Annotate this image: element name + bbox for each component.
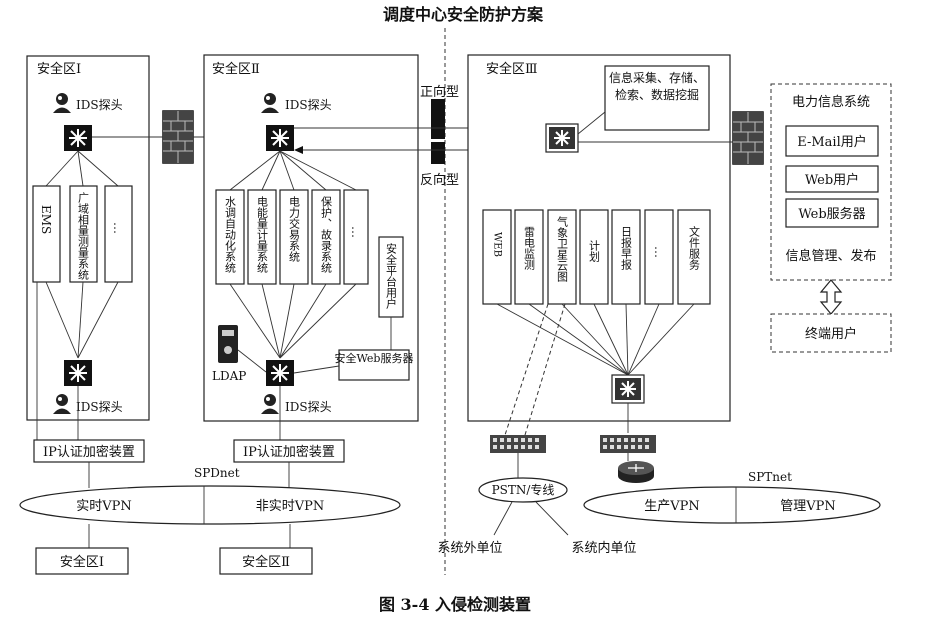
zone2-system-label: … (349, 226, 363, 238)
zone1-ids-top-label: IDS探头 (76, 98, 123, 112)
zone3-system-label: … (652, 246, 666, 258)
zone1-bottom-switch-icon (63, 359, 93, 387)
zone3-system-label: 日报早报 (620, 226, 633, 271)
pstn-label: PSTN/专线 (492, 482, 555, 497)
zone1-system-label: … (111, 222, 125, 234)
zone3-system-label: 气象卫星云图 (556, 215, 569, 283)
zone3-system-box (579, 209, 609, 305)
sptnet-label: SPTnet (748, 470, 792, 484)
bottom-zone1-label: 安全区Ⅰ (60, 554, 104, 570)
zone2-top-switch-icon (265, 124, 295, 152)
ldap-server-icon (218, 325, 238, 363)
web-server-box (785, 198, 879, 228)
web-user-box (785, 165, 879, 193)
spdnet-label: SPDnet (194, 466, 240, 480)
email-user-label: E-Mail用户 (797, 134, 867, 150)
bottom-zone1-box (35, 547, 129, 575)
bottom-zone2-label: 安全区Ⅱ (242, 554, 290, 570)
modem-rack-icon (490, 435, 546, 453)
reverse-isolation-device (431, 142, 445, 164)
zone2-system-label: 水调自动化系统 (224, 196, 237, 273)
ip-encrypt-label-1: IP认证加密装置 (43, 444, 135, 460)
forward-isolation-device (431, 99, 445, 139)
forward-isolation-label: 正向型 (420, 84, 459, 100)
sptnet-ellipse (583, 486, 881, 524)
zone3-system-label: 雷电监测 (523, 226, 536, 271)
zone2-web-server-label: 安全Web服务器 (335, 351, 414, 365)
zone1-system-box-wams (69, 185, 98, 283)
zone3-system-label: WEB (492, 232, 503, 257)
pstn-ellipse (478, 477, 568, 503)
bidirectional-arrow-icon (819, 279, 843, 315)
bottom-zone2-box (219, 547, 313, 575)
ip-encrypt-label-2: IP认证加密装置 (243, 444, 335, 460)
zone3-system-box (547, 209, 577, 305)
zone1-system-box-more (104, 185, 133, 283)
web-server-label: Web服务器 (798, 206, 865, 222)
spdnet-nonrealtime-label: 非实时VPN (256, 499, 325, 514)
zone1-label: 安全区Ⅰ (37, 61, 81, 77)
zone2-system-label: 保护、故录系统 (320, 195, 333, 273)
zone1-system-label: EMS (39, 205, 53, 234)
router-icon (618, 461, 654, 483)
figure-caption: 图 3-4 入侵检测装置 (379, 595, 531, 614)
zone2-system-box (215, 189, 245, 285)
email-user-box (785, 125, 879, 157)
zone3-system-box (611, 209, 641, 305)
zone3-top-switch-icon (545, 123, 579, 153)
zone2-system-box (247, 189, 277, 285)
zone3-system-label: 文件服务 (688, 225, 701, 270)
zone2-security-user-box (378, 236, 404, 318)
zone2-web-server-box (338, 349, 410, 381)
terminal-user-label: 终端用户 (805, 326, 857, 342)
zone3-label: 安全区Ⅲ (486, 61, 538, 77)
reverse-isolation-label: 反向型 (420, 172, 459, 188)
sptnet-production-label: 生产VPN (644, 499, 700, 514)
external-unit-label: 系统外单位 (437, 541, 502, 556)
internal-unit-label: 系统内单位 (571, 540, 636, 556)
zone3-system-box (677, 209, 711, 305)
zone3-bottom-switch-icon (611, 374, 645, 404)
zone1-top-switch-icon (63, 124, 93, 152)
zone1-ids-bottom-label: IDS探头 (76, 400, 123, 414)
firewall-icon (732, 111, 764, 165)
info-system-footer: 信息管理、发布 (785, 248, 876, 264)
zone3-info-box (604, 65, 710, 131)
zone2-label: 安全区Ⅱ (212, 61, 260, 77)
sptnet-management-label: 管理VPN (780, 499, 836, 514)
zone2-web-server-text: 安全Web服务器 (335, 351, 414, 365)
ldap-label: LDAP (212, 369, 246, 383)
info-system-title: 电力信息系统 (792, 94, 870, 110)
zone2-system-label: 电力交易系统 (288, 196, 301, 262)
zone3-system-label: 计划 (588, 240, 601, 262)
zone3-info-text: 信息采集、存储、检索、数据挖掘 (608, 71, 705, 102)
zone2-ids-bottom-label: IDS探头 (285, 400, 332, 414)
zone1-system-box-ems (32, 185, 61, 283)
zone2-system-label: 电能量计量系统 (256, 196, 269, 273)
zone3-system-box (482, 209, 512, 305)
diagram-title: 调度中心安全防护方案 (383, 5, 544, 24)
web-user-label: Web用户 (805, 172, 859, 188)
zone2-system-box (343, 189, 369, 285)
zone2-ids-top-label: IDS探头 (285, 98, 332, 112)
zone2-system-box (279, 189, 309, 285)
switch-rack-icon (600, 435, 656, 453)
spdnet-ellipse (19, 485, 401, 525)
zone2-security-user-label: 安全平台用户 (385, 242, 398, 310)
terminal-user-box (770, 313, 892, 353)
spdnet-realtime-label: 实时VPN (76, 499, 132, 514)
zone1-system-label: 广域相量测量系统 (77, 192, 90, 280)
firewall-icon (162, 110, 194, 164)
zone2-bottom-switch-icon (265, 359, 295, 387)
